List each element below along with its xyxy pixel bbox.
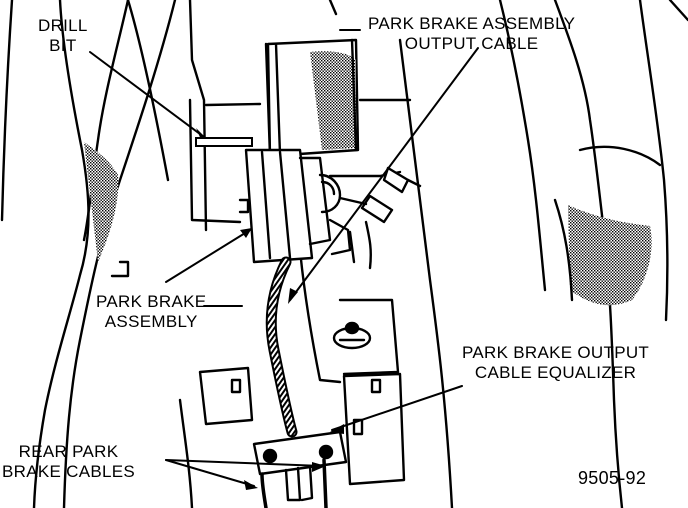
park-brake-assembly-label-line-1: PARK BRAKE xyxy=(96,292,207,311)
cable-equalizer-label-line-1: PARK BRAKE OUTPUT xyxy=(462,343,650,362)
right-seat xyxy=(498,0,688,508)
cable-equalizer-label: PARK BRAKE OUTPUT CABLE EQUALIZER xyxy=(462,343,649,383)
park-brake-assembly-body xyxy=(238,38,360,264)
left-seat xyxy=(0,0,177,508)
output-cable-label-line-2: OUTPUT CABLE xyxy=(404,34,539,53)
park-brake-assembly-label: PARK BRAKE ASSEMBLY xyxy=(96,292,206,332)
leader-lines xyxy=(89,29,479,487)
cable-equalizer-label-line-2: CABLE EQUALIZER xyxy=(474,363,637,382)
drill-bit-label-line-1: DRILL xyxy=(38,16,88,35)
electrical-connector xyxy=(328,166,422,270)
drill-bit-label: DRILL BIT xyxy=(38,16,88,56)
rear-cables-label-line-1: REAR PARK xyxy=(18,442,119,461)
mount-bolt xyxy=(332,321,372,350)
output-cable-label: PARK BRAKE ASSEMBLY OUTPUT CABLE xyxy=(368,14,575,54)
cable-equalizer xyxy=(252,430,348,508)
figure-number: 9505-92 xyxy=(578,468,647,488)
output-cable-label-line-1: PARK BRAKE ASSEMBLY xyxy=(368,14,576,33)
park-brake-assembly-label-line-2: ASSEMBLY xyxy=(104,312,198,331)
drill-bit xyxy=(195,137,253,147)
rear-park-brake-cables-label: REAR PARK BRAKE CABLES xyxy=(2,442,135,482)
drill-bit-label-line-2: BIT xyxy=(49,36,77,55)
console-outline xyxy=(110,0,454,508)
rear-cables-label-line-2: BRAKE CABLES xyxy=(2,462,136,481)
